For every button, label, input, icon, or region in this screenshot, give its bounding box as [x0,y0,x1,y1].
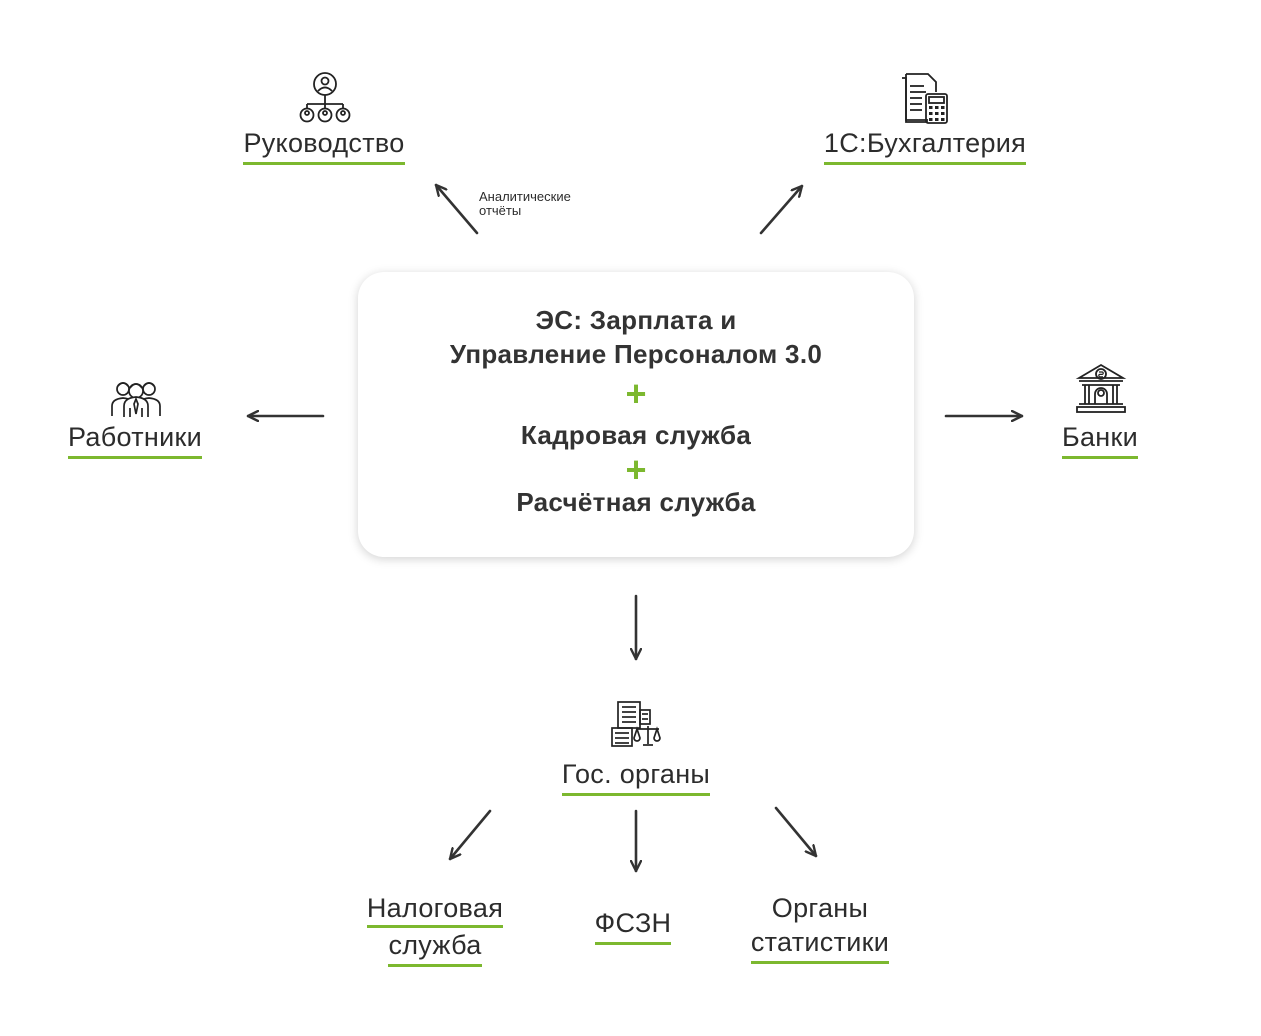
tax-label-line-2: служба [388,932,482,967]
arrow-to-tax [448,809,492,861]
document-calculator-icon [900,72,950,126]
central-system-box: ЭС: Зарплата и Управление Персоналом 3.0… [358,272,914,557]
tax-label-line-1: Налоговая [366,895,504,928]
node-tax-service: Налоговая служба [340,893,530,967]
arrow-to-stats [774,806,818,858]
node-banks: Банки [1030,422,1170,459]
employees-label: Работники [68,424,202,459]
plus-sign-2: + [625,449,647,490]
org-chart-icon [298,71,352,125]
accounting-label: 1С:Бухгалтерия [823,130,1027,165]
node-statistics: Органы статистики [720,893,920,964]
note-line-1: Аналитические [479,189,571,204]
banks-label: Банки [1061,424,1139,459]
plus-sign-1: + [625,373,647,414]
node-government: Гос. органы [520,759,752,796]
stats-label-line-1: Органы [771,893,869,923]
bank-icon [1075,362,1127,414]
management-label: Руководство [243,130,405,165]
payroll-service-label: Расчётная служба [516,487,756,517]
hr-service-label: Кадровая служба [520,420,752,450]
people-group-icon [110,378,162,418]
arrow-to-management [434,183,479,235]
stats-label-line-2: статистики [750,929,890,964]
system-name-line-2: Управление Персоналом 3.0 [449,339,823,369]
fszn-label: ФСЗН [594,910,672,945]
node-accounting: 1С:Бухгалтерия [790,128,1060,165]
government-building-scales-icon [610,700,662,748]
analytics-note: Аналитические отчёты [479,190,571,218]
note-line-2: отчёты [479,203,522,218]
node-employees: Работники [40,422,230,459]
node-fszn: ФСЗН [563,908,703,945]
arrow-to-accounting [759,184,804,235]
node-management: Руководство [214,128,434,165]
system-name-line-1: ЭС: Зарплата и [535,305,737,335]
government-label: Гос. органы [561,761,711,796]
